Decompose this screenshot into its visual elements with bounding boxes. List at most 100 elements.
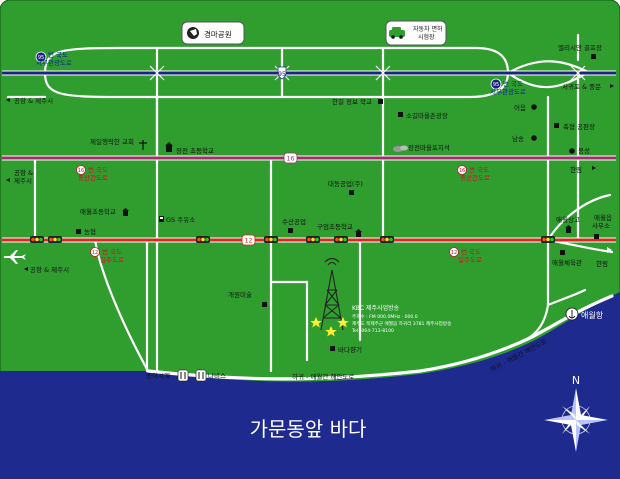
svg-text:개원미술: 개원미술 xyxy=(228,290,252,299)
racecourse-box: 경마공원 xyxy=(181,21,245,45)
svg-text:애월항: 애월항 xyxy=(581,310,604,320)
svg-text:16: 16 xyxy=(287,156,295,163)
place-jongi-sigye: 종이시계 xyxy=(146,369,189,382)
svg-text:종이시계: 종이시계 xyxy=(146,371,170,380)
station-name: KBC 제주사업방송 xyxy=(352,304,400,312)
svg-text:경마공원: 경마공원 xyxy=(204,29,232,39)
compass-north-label: N xyxy=(572,374,580,387)
place-susan-industry: 수산공업 xyxy=(282,217,306,233)
place-gueom-elementary: 구엄초등학교 xyxy=(317,222,362,237)
shield-16-center: 16 xyxy=(283,152,298,164)
svg-text:애월초등학교: 애월초등학교 xyxy=(80,207,116,216)
place-elysian-golf: 엘리시안 골프장 xyxy=(558,43,602,59)
direction-top-right: 서귀포 & 중문 xyxy=(562,82,614,91)
restaurant-icon xyxy=(195,369,207,382)
svg-text:95: 95 xyxy=(38,55,44,61)
star-icon xyxy=(310,317,349,337)
shield-16-east: 16 xyxy=(457,165,467,175)
rock-icon xyxy=(393,145,408,152)
car-icon xyxy=(389,27,405,39)
svg-text:대동공업(주): 대동공업(주) xyxy=(328,180,363,188)
svg-text:16: 16 xyxy=(78,168,84,174)
direction-mid-left: 공항 &제주시 xyxy=(6,168,33,185)
svg-text:12: 12 xyxy=(245,238,253,245)
direction-low-left: 공항 & 제주시 xyxy=(24,265,69,274)
sea-area xyxy=(0,292,620,479)
gas-station-icon xyxy=(159,216,164,222)
svg-text:한림: 한림 xyxy=(596,260,608,268)
broadcast-tower: KBC 제주사업방송 주파수 : FM 000.0MHz · 000.0 제주도… xyxy=(310,257,451,337)
place-aewol-elementary: 애월초등학교 xyxy=(80,207,129,216)
svg-text:축협 공판장: 축협 공판장 xyxy=(563,122,595,131)
interchange-marks xyxy=(149,65,586,81)
airplane-icon xyxy=(4,250,26,264)
shield-16-west: 16 xyxy=(76,165,86,175)
svg-text:12: 12 xyxy=(92,250,98,256)
place-gs-station: GS 주유소 xyxy=(159,216,195,224)
direction-low-right: 한림 xyxy=(596,247,612,268)
place-daedong: 대동공업(주) xyxy=(328,180,363,195)
place-livestock-market: 축협 공판장 xyxy=(554,122,595,131)
shield-12-center: 12 xyxy=(241,234,256,246)
traffic-lights xyxy=(30,236,555,243)
place-namsong: 남송 xyxy=(512,134,537,143)
svg-text:장전마을포지석: 장전마을포지석 xyxy=(408,143,450,152)
church-icon xyxy=(139,140,147,150)
shield-95-center: 95 xyxy=(277,66,287,80)
place-jangjeon-elementary: 장전 초등학교 xyxy=(165,142,214,155)
places: 엘리시안 골프장 어음 남송 축협 공판장 봉성 한길 정보 학교 소길마을촌광… xyxy=(76,43,612,382)
place-nonghyup: 농협 xyxy=(76,227,96,236)
svg-text:구엄초등학교: 구엄초등학교 xyxy=(317,222,353,231)
svg-text:95: 95 xyxy=(278,71,286,78)
svg-text:공항 & 제주시: 공항 & 제주시 xyxy=(30,265,69,274)
svg-text:수산공업: 수산공업 xyxy=(282,217,306,226)
svg-text:애월상고: 애월상고 xyxy=(556,215,580,224)
school-icon xyxy=(355,229,362,237)
school-icon xyxy=(565,225,572,233)
place-aewol-high: 애월상고 xyxy=(556,215,580,233)
place-bongseong: 봉성 xyxy=(569,146,590,155)
place-hangil-school: 한길 정보 학교 xyxy=(332,97,383,106)
svg-text:제일행락한 교회: 제일행락한 교회 xyxy=(90,137,134,146)
direction-top-left: 공항 & 제주시 xyxy=(6,96,53,105)
sea-title: 가문동앞 바다 xyxy=(250,417,367,441)
direction-mid-right: 한림 xyxy=(570,166,596,174)
place-jangjeon-dolmen: 장전마을포지석 xyxy=(393,143,450,152)
svg-text:장전 초등학교: 장전 초등학교 xyxy=(176,146,214,155)
secondary-roads xyxy=(6,33,614,381)
school-icon xyxy=(122,208,129,216)
compass-rose-icon: N xyxy=(544,374,608,452)
horse-icon xyxy=(187,27,199,39)
station-line-1: 주파수 : FM 000.0MHz · 000.0 xyxy=(352,313,418,320)
place-church: 제일행락한 교회 xyxy=(90,137,147,150)
svg-text:봉성: 봉성 xyxy=(578,146,590,155)
place-gaewon-art: 개원미술 xyxy=(228,290,267,307)
shield-12-east: 12 xyxy=(449,247,459,257)
svg-text:12: 12 xyxy=(451,250,457,256)
svg-text:공항 &제주시: 공항 &제주시 xyxy=(14,168,33,185)
place-bada-hyanggi: 바다향기 xyxy=(330,345,362,354)
place-nabis: 나비스 xyxy=(195,369,226,382)
station-line-2: 제주도 북제주군 애월읍 하귀리 3781 제주사업방송 xyxy=(352,320,451,327)
school-icon xyxy=(165,142,173,152)
svg-text:소길마을촌광장: 소길마을촌광장 xyxy=(406,111,448,120)
svg-text:바다향기: 바다향기 xyxy=(338,345,362,354)
svg-text:애월체육관: 애월체육관 xyxy=(552,258,582,267)
anchor-icon xyxy=(565,307,579,321)
route-shields: 95 95 95 16 16 16 12 12 12 xyxy=(35,51,502,257)
svg-text:GS 주유소: GS 주유소 xyxy=(166,216,195,224)
place-sogil-plaza: 소길마을촌광장 xyxy=(398,111,448,120)
svg-text:서귀포 & 중문: 서귀포 & 중문 xyxy=(562,82,601,91)
shield-95-west: 95 xyxy=(35,51,47,63)
place-eoeum: 어음 xyxy=(514,103,537,112)
